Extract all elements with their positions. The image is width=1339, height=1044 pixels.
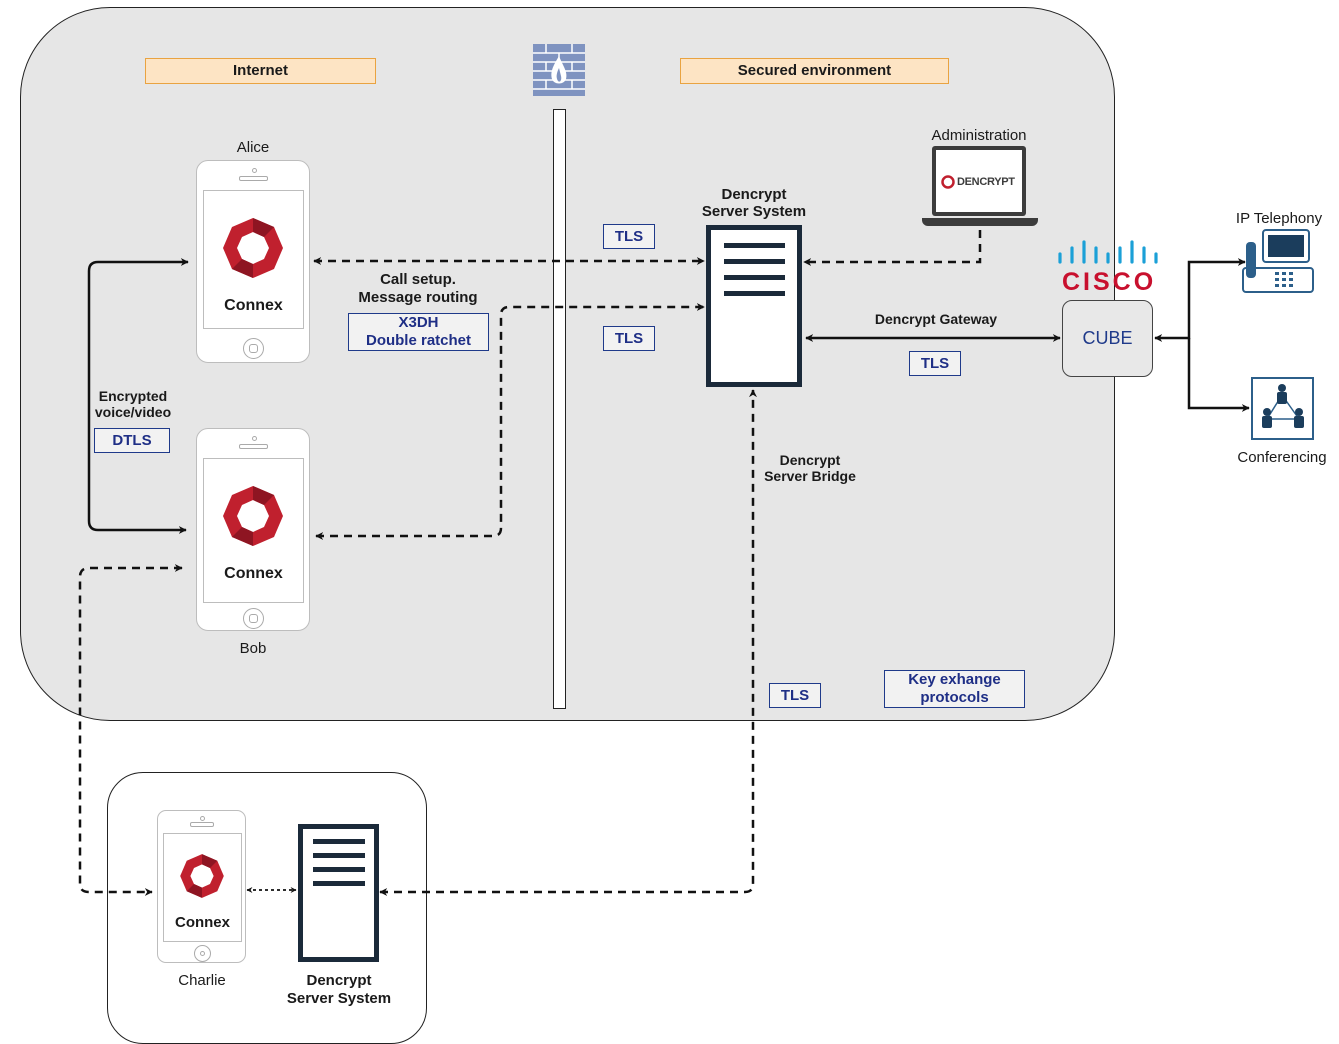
- bob-charlie-link: [78, 564, 183, 896]
- charlie-app-label: Connex: [174, 914, 230, 931]
- main-server-icon: [706, 225, 802, 387]
- tls-badge-gateway: TLS: [909, 351, 961, 376]
- bridge-label-line2: Server Bridge: [764, 468, 856, 484]
- connex-logo-icon: [223, 486, 283, 546]
- call-setup-label: Call setup.: [380, 271, 456, 288]
- tls-badge-alice: TLS: [603, 224, 655, 249]
- bob-app-label: Connex: [224, 565, 283, 582]
- encrypted-label-line1: Encrypted: [98, 388, 168, 404]
- message-routing-label: Message routing: [358, 289, 478, 306]
- encrypted-label-line2: voice/video: [94, 404, 172, 420]
- gateway-label: Dencrypt Gateway: [874, 311, 998, 327]
- secured-environment-label: Secured environment: [680, 58, 949, 84]
- conferencing-label: Conferencing: [1237, 449, 1327, 466]
- dtls-badge: DTLS: [94, 428, 170, 453]
- alice-phone: Connex: [196, 160, 310, 363]
- conferencing-icon: [1251, 377, 1314, 440]
- ip-phone-icon: [1241, 228, 1315, 294]
- charlie-label: Charlie: [178, 972, 226, 989]
- alice-app-label: Connex: [224, 297, 283, 314]
- server-title-line1: Dencrypt: [721, 186, 787, 203]
- x3dh-label: X3DH: [398, 314, 439, 331]
- administration-label: Administration: [931, 127, 1027, 144]
- cube-node: CUBE: [1062, 300, 1153, 377]
- bridge-link: [379, 389, 757, 896]
- double-ratchet-label: Double ratchet: [365, 332, 471, 349]
- tls-badge-bob: TLS: [603, 326, 655, 351]
- key-exchange-line1: Key exhange: [908, 671, 1001, 688]
- ip-telephony-label: IP Telephony: [1235, 210, 1323, 227]
- connex-logo-icon: [180, 854, 224, 898]
- laptop-icon: DENCRYPT: [922, 146, 1038, 230]
- x3dh-badge: X3DH Double ratchet: [348, 313, 489, 351]
- charlie-phone: Connex: [157, 810, 246, 963]
- cisco-brand: CISCO: [1062, 268, 1157, 296]
- internet-label: Internet: [145, 58, 376, 84]
- remote-server-title-line1: Dencrypt: [306, 972, 372, 989]
- dencrypt-logo-icon: [941, 175, 955, 189]
- cube-telephony-link: [1154, 258, 1246, 342]
- cube-conferencing-link: [1187, 338, 1250, 412]
- bridge-label-line1: Dencrypt: [779, 452, 841, 468]
- dencrypt-brand: DENCRYPT: [957, 176, 1015, 188]
- alice-bob-link: [87, 258, 189, 534]
- server-title-line2: Server System: [701, 203, 807, 220]
- admin-server-link: [803, 230, 982, 266]
- key-exchange-line2: protocols: [920, 689, 989, 706]
- remote-server-icon: [298, 824, 379, 962]
- alice-label: Alice: [236, 139, 270, 156]
- tls-badge-bridge: TLS: [769, 683, 821, 708]
- firewall-icon: [533, 44, 585, 96]
- connex-logo-icon: [223, 218, 283, 278]
- bob-phone: Connex: [196, 428, 310, 631]
- remote-server-title-line2: Server System: [286, 990, 392, 1007]
- cisco-logo-icon: CISCO: [1056, 240, 1160, 296]
- bob-label: Bob: [239, 640, 267, 657]
- key-exchange-legend: Key exhange protocols: [884, 670, 1025, 708]
